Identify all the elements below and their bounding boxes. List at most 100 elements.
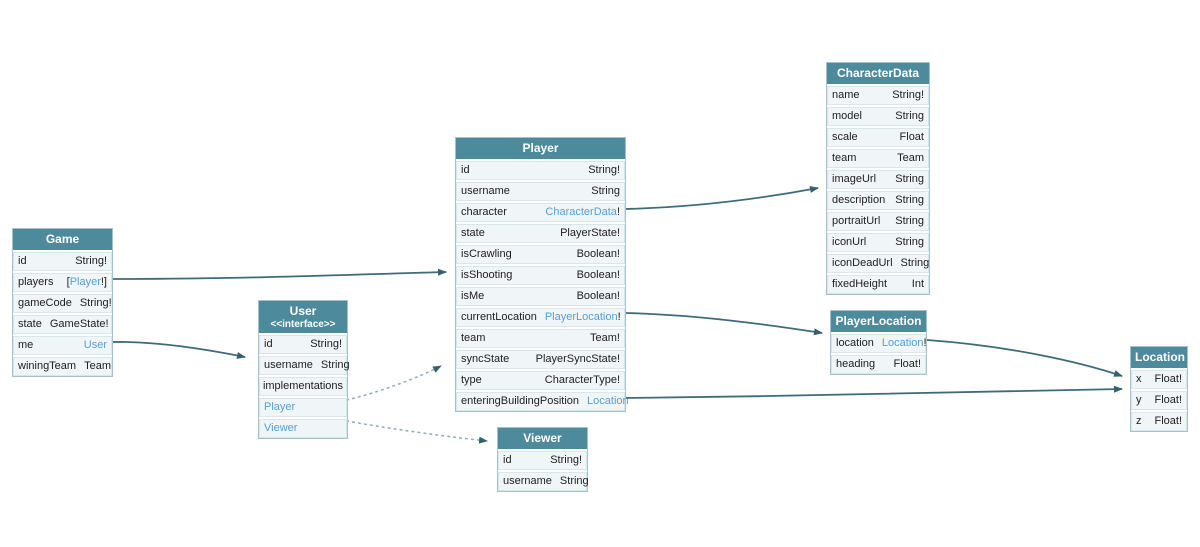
field-type: String! — [310, 338, 342, 350]
field-row-location-y[interactable]: y Float! — [1131, 389, 1187, 410]
node-player-title[interactable]: Player — [456, 138, 625, 159]
node-characterdata[interactable]: CharacterData name String! model String … — [826, 62, 930, 295]
field-row-game-state[interactable]: state GameState! — [13, 313, 112, 334]
field-row-player-state[interactable]: state PlayerState! — [456, 222, 625, 243]
node-game[interactable]: Game id String! players [Player!] gameCo… — [12, 228, 113, 377]
field-row-playerlocation-heading[interactable]: heading Float! — [831, 353, 926, 374]
field-row-characterdata-icondeadurl[interactable]: iconDeadUrl String — [827, 252, 929, 273]
field-row-characterdata-description[interactable]: description String — [827, 189, 929, 210]
field-row-player-character[interactable]: character CharacterData! — [456, 201, 625, 222]
field-type: Location — [587, 394, 629, 409]
field-row-player-iscrawling[interactable]: isCrawling Boolean! — [456, 243, 625, 264]
implementation-row-player[interactable]: Player — [259, 396, 347, 417]
node-user-interface-label: <<interface>> — [270, 319, 336, 330]
field-row-characterdata-portraiturl[interactable]: portraitUrl String — [827, 210, 929, 231]
field-name: iconDeadUrl — [832, 257, 893, 269]
node-playerlocation[interactable]: PlayerLocation location Location! headin… — [830, 310, 927, 375]
type-suffix: ! — [616, 206, 620, 218]
edge-game-me-to-user — [112, 341, 246, 359]
edge-user-viewer-dotted — [346, 420, 488, 444]
field-row-player-username[interactable]: username String — [456, 180, 625, 201]
field-name: players — [18, 276, 54, 288]
field-row-playerlocation-location[interactable]: location Location! — [831, 332, 927, 353]
implementation-row-viewer[interactable]: Viewer — [259, 417, 347, 438]
field-type: String — [320, 359, 350, 371]
field-name: isMe — [461, 290, 485, 302]
field-name: team — [832, 152, 857, 164]
field-row-player-currentlocation[interactable]: currentLocation PlayerLocation! — [456, 306, 625, 327]
field-name: id — [18, 255, 27, 267]
field-name: type — [461, 374, 482, 386]
field-row-viewer-id[interactable]: id String! — [498, 449, 587, 470]
field-type: Boolean! — [576, 248, 620, 260]
type-link-playerlocation[interactable]: PlayerLocation — [544, 311, 618, 323]
field-row-game-id[interactable]: id String! — [13, 250, 112, 271]
field-row-game-winingteam[interactable]: winingTeam Team — [13, 355, 112, 376]
edge-player-enteringbuildingposition-to-location — [625, 385, 1123, 399]
field-name: id — [264, 338, 273, 350]
field-row-location-x[interactable]: x Float! — [1131, 368, 1187, 389]
field-row-location-z[interactable]: z Float! — [1131, 410, 1187, 431]
node-location[interactable]: Location x Float! y Float! z Float! — [1130, 346, 1188, 432]
field-row-player-enteringbuildingposition[interactable]: enteringBuildingPosition Location — [456, 390, 629, 411]
node-user[interactable]: User<<interface>> id String! username St… — [258, 300, 350, 439]
field-type: Team — [897, 152, 924, 164]
field-row-player-id[interactable]: id String! — [456, 159, 625, 180]
field-type: String! — [75, 255, 107, 267]
field-type: Location! — [882, 336, 927, 351]
field-type: Team — [84, 360, 111, 372]
type-link-location[interactable]: Location — [587, 395, 629, 407]
node-location-title[interactable]: Location — [1131, 347, 1187, 368]
field-row-player-syncstate[interactable]: syncState PlayerSyncState! — [456, 348, 625, 369]
field-type: String! — [79, 297, 112, 309]
field-name: username — [264, 359, 313, 371]
field-name: location — [836, 337, 874, 349]
field-name: portraitUrl — [832, 215, 881, 227]
field-row-user-id[interactable]: id String! — [259, 333, 347, 354]
node-game-title[interactable]: Game — [13, 229, 112, 250]
field-name: isShooting — [461, 269, 513, 281]
node-viewer-title[interactable]: Viewer — [498, 428, 587, 449]
node-user-title[interactable]: User<<interface>> — [259, 301, 347, 333]
field-row-player-team[interactable]: team Team! — [456, 327, 625, 348]
node-characterdata-title[interactable]: CharacterData — [827, 63, 929, 84]
edge-player-currentlocation-to-playerlocation — [625, 312, 823, 336]
type-link-characterdata[interactable]: CharacterData — [545, 206, 617, 218]
type-link-player[interactable]: Player — [69, 276, 101, 288]
field-name: iconUrl — [832, 236, 867, 248]
type-link-viewer[interactable]: Viewer — [264, 422, 298, 434]
field-row-characterdata-name[interactable]: name String! — [827, 84, 929, 105]
field-row-characterdata-model[interactable]: model String — [827, 105, 929, 126]
field-row-characterdata-fixedheight[interactable]: fixedHeight Int — [827, 273, 929, 294]
field-name: imageUrl — [832, 173, 877, 185]
field-row-player-isme[interactable]: isMe Boolean! — [456, 285, 625, 306]
field-row-game-me[interactable]: me User — [13, 334, 112, 355]
field-row-player-type[interactable]: type CharacterType! — [456, 369, 625, 390]
field-name: state — [18, 318, 42, 330]
field-row-characterdata-imageurl[interactable]: imageUrl String — [827, 168, 929, 189]
type-link-user[interactable]: User — [83, 339, 107, 351]
type-link-player[interactable]: Player — [264, 401, 296, 413]
edge-game-players-to-player — [112, 268, 447, 280]
node-viewer[interactable]: Viewer id String! username String — [497, 427, 589, 492]
field-row-characterdata-team[interactable]: team Team — [827, 147, 929, 168]
field-type: String — [895, 194, 924, 206]
field-type: Int — [911, 278, 924, 290]
field-row-characterdata-scale[interactable]: scale Float — [827, 126, 929, 147]
edge-player-character-to-characterdata — [625, 186, 819, 210]
node-player[interactable]: Player id String! username String charac… — [455, 137, 629, 412]
field-row-characterdata-iconurl[interactable]: iconUrl String — [827, 231, 929, 252]
field-type: String — [895, 236, 924, 248]
type-link-location[interactable]: Location — [881, 337, 924, 349]
field-row-viewer-username[interactable]: username String — [498, 470, 589, 491]
field-type: GameState! — [49, 318, 109, 330]
section-label-text: implementations — [262, 380, 344, 392]
field-row-game-gamecode[interactable]: gameCode String! — [13, 292, 112, 313]
field-type: String — [895, 110, 924, 122]
field-row-player-isshooting[interactable]: isShooting Boolean! — [456, 264, 625, 285]
field-row-game-players[interactable]: players [Player!] — [13, 271, 112, 292]
node-playerlocation-title[interactable]: PlayerLocation — [831, 311, 926, 332]
field-row-user-username[interactable]: username String — [259, 354, 350, 375]
